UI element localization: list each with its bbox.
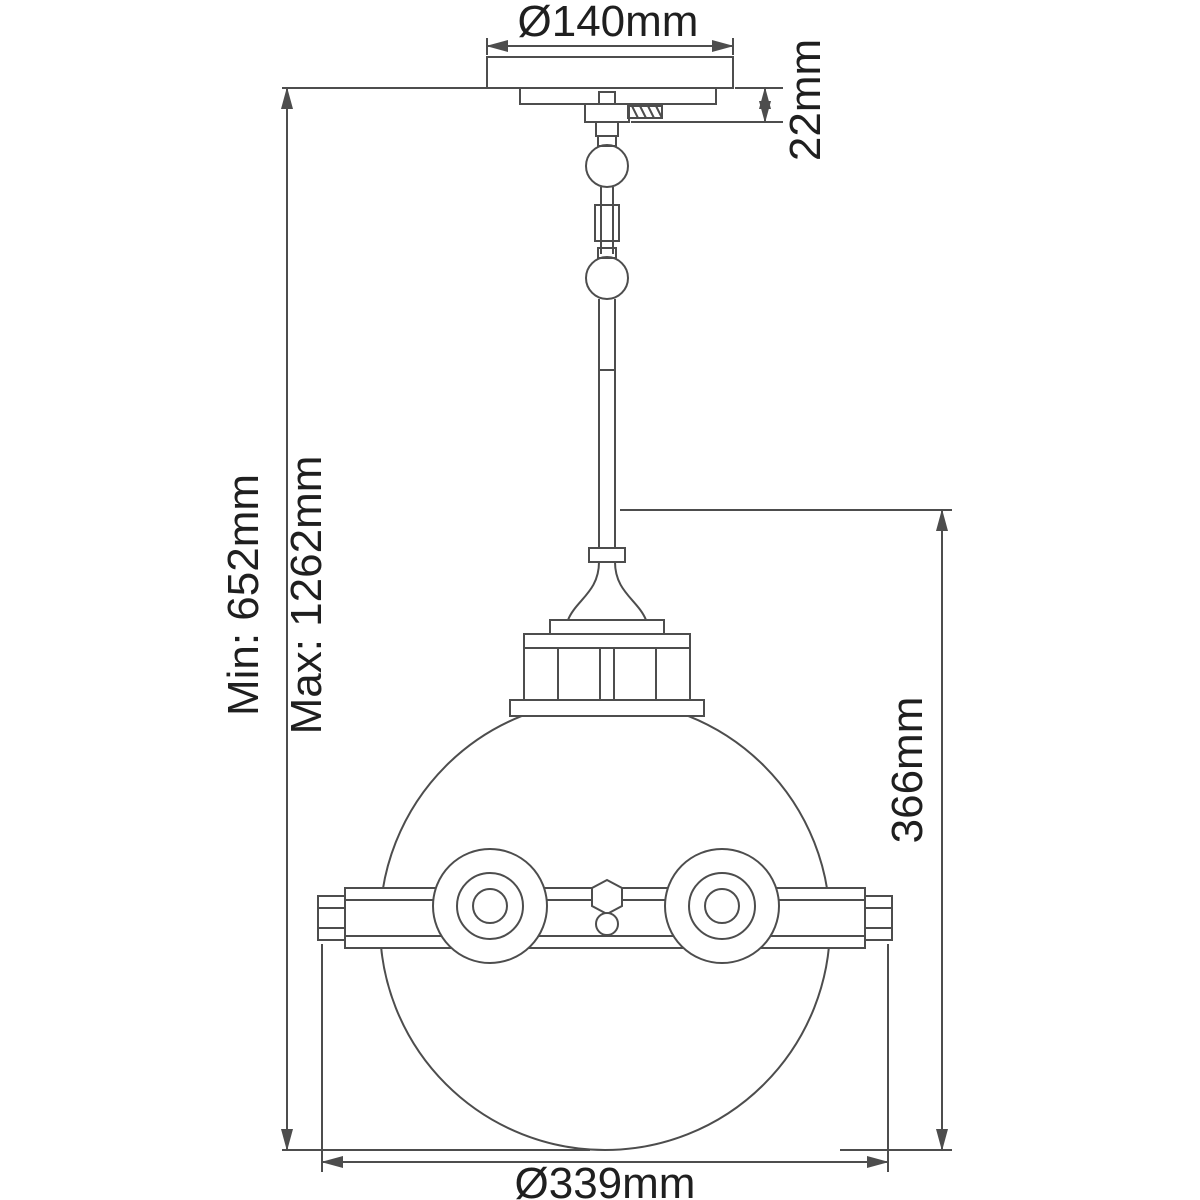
hanging-loop-upper xyxy=(585,144,629,188)
band-tab-right xyxy=(864,895,893,941)
trumpet-right xyxy=(614,561,647,621)
cage-bottom-flange xyxy=(509,699,705,717)
label-canopy-height: 22mm xyxy=(781,39,830,161)
suspension-chain xyxy=(585,135,629,300)
label-body-height: 366mm xyxy=(883,697,932,844)
cage-top-band xyxy=(523,633,691,649)
dim-canopy-height: 22mm xyxy=(631,39,830,161)
band-tab-left xyxy=(317,895,346,941)
label-min-drop: Min: 652mm xyxy=(219,474,268,716)
mounting-bolt xyxy=(598,91,616,105)
hanging-loop-lower xyxy=(585,256,629,300)
gallery-cage xyxy=(509,633,705,717)
dim-overall-drop: Min: 652mm Max: 1262mm xyxy=(219,87,590,1151)
dim-body-height: 366mm xyxy=(620,509,952,1151)
stem-collar xyxy=(588,547,626,563)
dim-globe-diameter: Ø339mm xyxy=(321,944,889,1200)
hatch-detail xyxy=(627,105,663,119)
coupler xyxy=(594,204,620,242)
center-knob xyxy=(591,878,623,936)
trumpet-flange xyxy=(549,619,665,635)
stem-rod xyxy=(549,299,665,635)
trumpet-left xyxy=(567,561,600,621)
dim-canopy-diameter: Ø140mm xyxy=(486,0,734,55)
label-globe-diameter: Ø339mm xyxy=(515,1159,696,1200)
label-canopy-diameter: Ø140mm xyxy=(518,0,699,46)
lamp-holder-right xyxy=(664,848,780,964)
ceiling-canopy xyxy=(486,56,734,137)
lamp-holder-left xyxy=(432,848,548,964)
label-max-drop: Max: 1262mm xyxy=(282,456,331,735)
